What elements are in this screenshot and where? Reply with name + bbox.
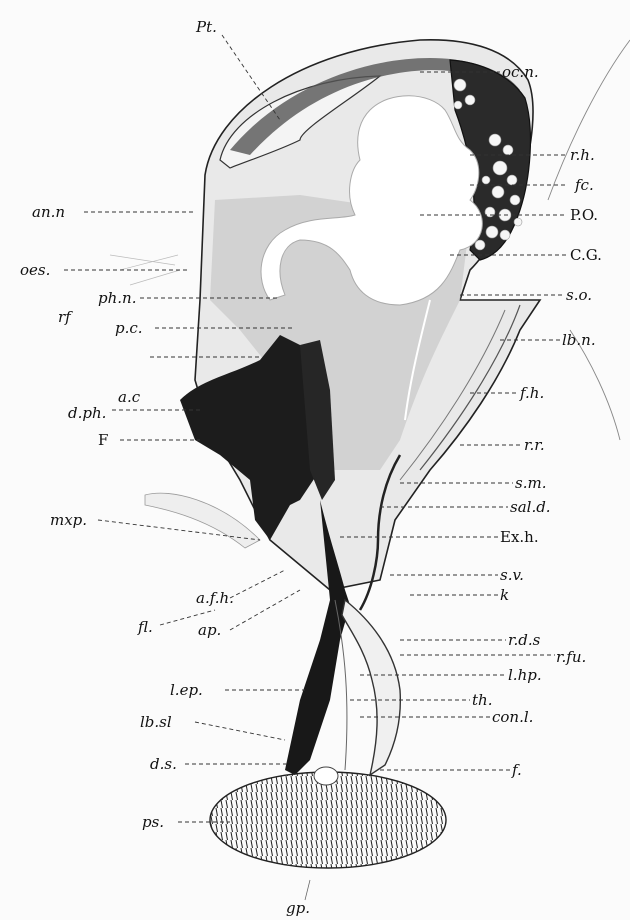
label-ex-h: Ex.h. [500,528,539,546]
label-oes: oes. [20,261,50,279]
label-F: F [98,431,108,449]
label-s-o: s.o. [566,286,592,304]
label-mxp: mxp. [50,511,87,529]
label-f: f. [511,761,522,779]
label-ps: ps. [142,813,164,831]
label-ap: ap. [198,621,221,639]
label-con-l: con.l. [492,708,533,726]
label-rf: rf [58,308,73,326]
label-r-fu: r.fu. [556,648,586,666]
label-s-v: s.v. [500,566,524,584]
label-lb-sl: lb.sl [140,713,172,731]
label-s-m: s.m. [515,474,546,492]
label-th: th. [472,691,492,709]
label-lb-n: lb.n. [562,331,596,349]
label-d-ph: d.ph. [68,404,106,422]
label-p-c: p.c. [115,319,143,337]
label-f-h: f.h. [519,384,544,402]
label-gp: gp. [286,899,310,917]
label-sal-d: sal.d. [510,498,551,516]
label-k: k [500,586,509,604]
label-pt: Pt. [195,18,217,36]
label-fc: fc. [574,176,594,194]
labellum-pad [210,772,446,868]
label-cg: C.G. [570,246,602,264]
specimen-drawing [110,40,630,900]
label-r-d-s: r.d.s [508,631,541,649]
label-ph-n: ph.n. [98,289,136,307]
labial-stalk-light [342,600,400,775]
label-oc-n: oc.n. [502,63,539,81]
label-a-c: a.c [118,388,141,406]
label-r-h: r.h. [570,146,595,164]
discal-sclerite [314,767,338,785]
maxillary-palp [145,493,260,548]
label-fl: fl. [137,618,153,636]
label-d-s: d.s. [150,755,177,773]
label-a-f-h: a.f.h. [196,589,234,607]
label-r-r: r.r. [524,436,545,454]
label-l-ep: l.ep. [170,681,203,699]
label-an-n: an.n [32,203,65,221]
label-po: P.O. [570,206,598,224]
label-l-hp: l.hp. [508,666,542,684]
gp-line [305,880,310,900]
